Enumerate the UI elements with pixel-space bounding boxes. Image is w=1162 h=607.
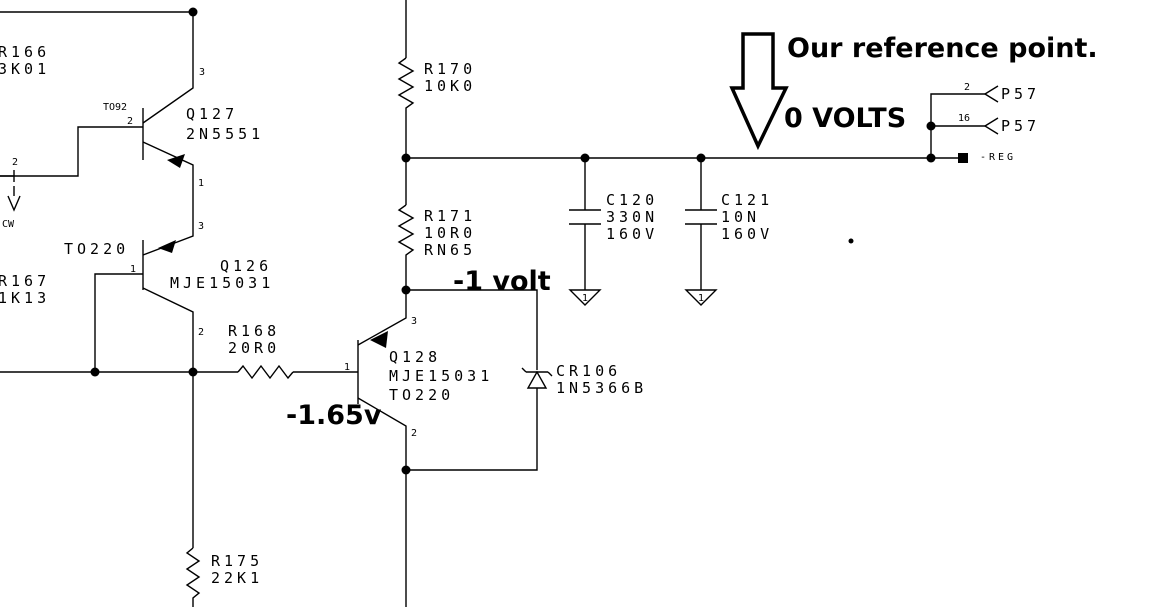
cr106-ref: CR106: [556, 362, 621, 380]
c120-voltage: 160V: [606, 225, 658, 243]
q126-package: TO220: [64, 240, 129, 258]
r171-extra: RN65: [424, 241, 476, 259]
p57-label-b: P57: [1001, 117, 1040, 135]
cw-label: CW: [2, 219, 15, 230]
zener-diode-cr106: [521, 367, 553, 389]
q126-pin-emitter: 3: [198, 221, 204, 232]
r171-ref: R171: [424, 207, 476, 225]
connector-p57-pin2: [984, 85, 999, 103]
r175-ref: R175: [211, 552, 263, 570]
annotation-zero-volts: 0 VOLTS: [784, 103, 906, 134]
c121-voltage: 160V: [721, 225, 773, 243]
q127-pin-emitter: 1: [198, 178, 204, 189]
q126-part: MJE15031: [170, 274, 274, 292]
p57-pin16: 16: [958, 113, 970, 124]
annotation-reference: Our reference point.: [787, 33, 1098, 64]
ground-symbol-c120: [568, 289, 602, 306]
capacitor-plates: [569, 209, 717, 225]
q128-part: MJE15031: [389, 367, 493, 385]
q127-package: TO92: [103, 102, 127, 113]
r170-ref: R170: [424, 60, 476, 78]
q128-pin-emitter: 3: [411, 316, 417, 327]
q126-pin-base: 1: [130, 264, 136, 275]
q127-emitter-arrow: [167, 154, 185, 168]
q128-package: TO220: [389, 386, 454, 404]
cw-pin: 2: [12, 157, 18, 168]
r167-ref: R167: [0, 272, 50, 290]
c120-ref: C120: [606, 191, 658, 209]
r171-value: 10R0: [424, 224, 476, 242]
r166-value: 3K01: [0, 60, 50, 78]
connector-p57-pin16: [984, 117, 999, 135]
c121-value: 10N: [721, 208, 760, 226]
p57-label-a: P57: [1001, 85, 1040, 103]
q127-pin-base: 2: [127, 116, 133, 127]
q128-pin-collector: 2: [411, 428, 417, 439]
cr106-part: 1N5366B: [556, 379, 647, 397]
q128-emitter-arrow: [370, 331, 388, 348]
q127-pin-collector: 3: [199, 67, 205, 78]
q127-part: 2N5551: [186, 125, 264, 143]
junction-dots: [90, 7, 936, 475]
c120-gnd-pin: 1: [582, 293, 588, 304]
reg-net-label: -REG: [980, 152, 1016, 163]
reference-arrow: [729, 32, 789, 151]
r168-value: 20R0: [228, 339, 280, 357]
p57-pin2: 2: [964, 82, 970, 93]
q126-ref: Q126: [220, 257, 272, 275]
q127-ref: Q127: [186, 105, 238, 123]
q126-pin-collector: 2: [198, 327, 204, 338]
q126-emitter-arrow: [158, 240, 176, 253]
reg-terminal: [958, 153, 968, 163]
r167-value: 1K13: [0, 289, 50, 307]
wires: [0, 0, 985, 607]
r170-value: 10K0: [424, 77, 476, 95]
r175-value: 22K1: [211, 569, 263, 587]
c121-ref: C121: [721, 191, 773, 209]
annotation-minus-one-volt: -1 volt: [453, 266, 551, 297]
ground-symbol-c121: [684, 289, 718, 306]
r168-ref: R168: [228, 322, 280, 340]
annotation-minus-1-65v: -1.65v: [286, 400, 382, 431]
c120-value: 330N: [606, 208, 658, 226]
c121-gnd-pin: 1: [698, 293, 704, 304]
q128-ref: Q128: [389, 348, 441, 366]
r166-ref: R166: [0, 43, 50, 61]
q128-pin-base: 1: [344, 362, 350, 373]
